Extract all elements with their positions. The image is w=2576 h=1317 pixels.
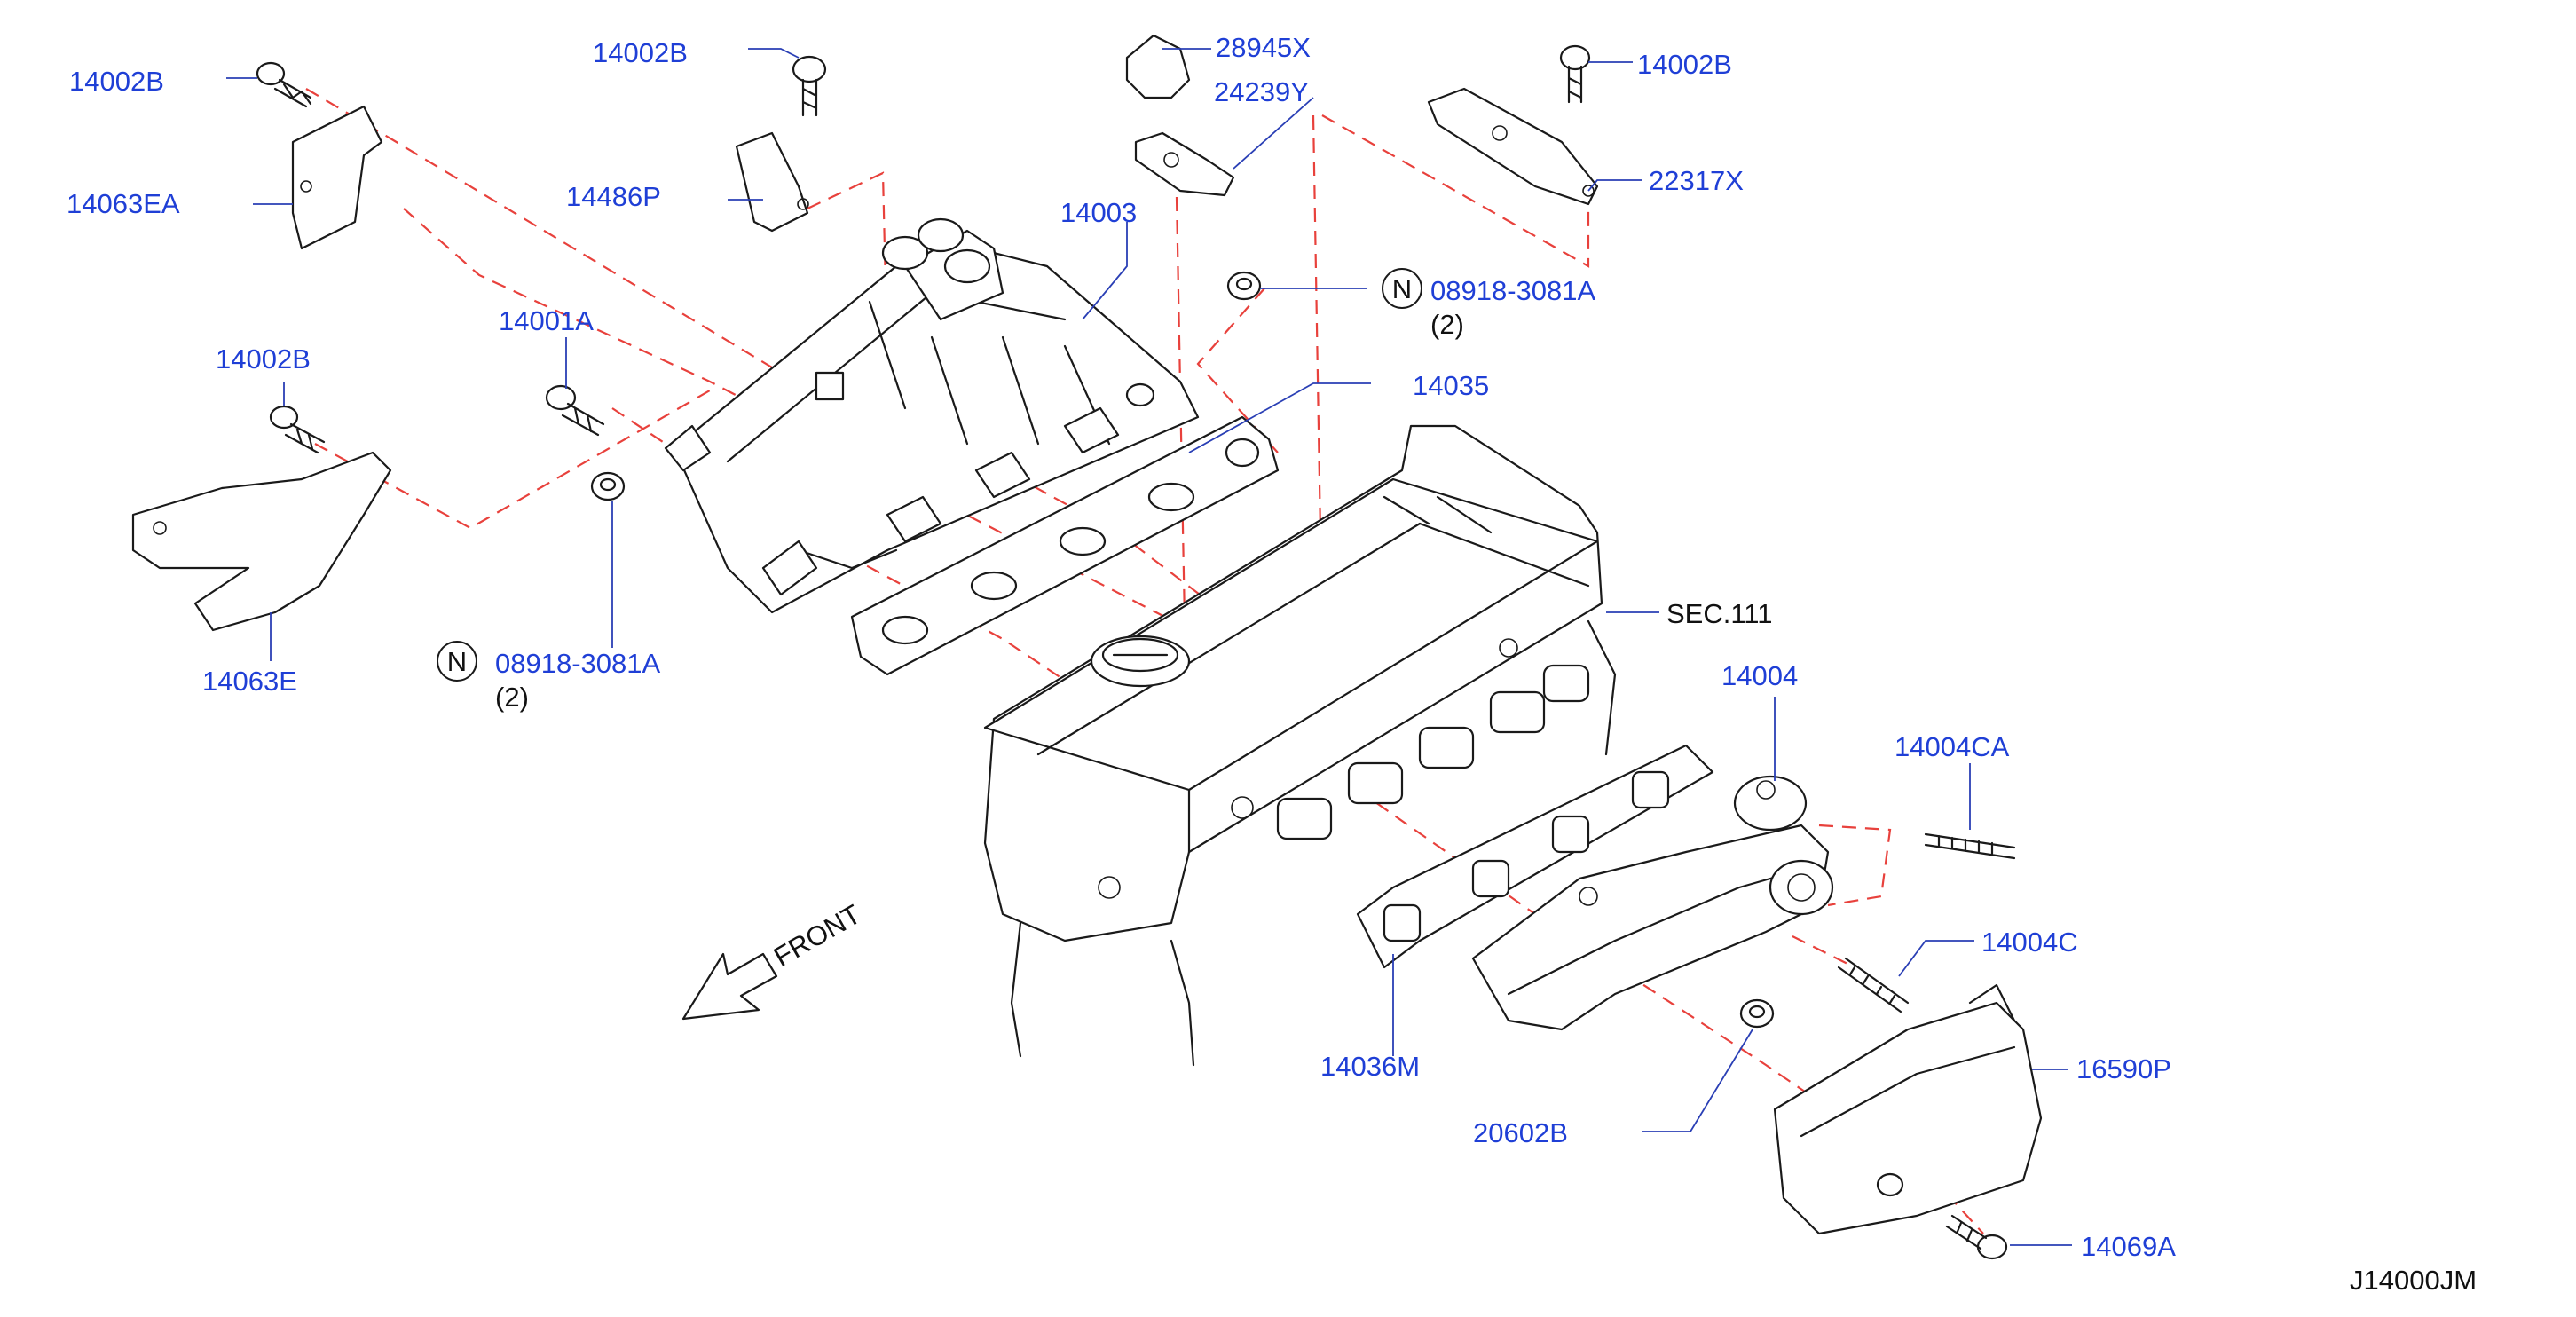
label-14002B-a: 14002B: [69, 66, 164, 97]
label-14063E: 14063E: [202, 666, 297, 697]
label-14002B-c: 14002B: [1637, 49, 1732, 80]
part-labels: 14002B 14063EA 14002B 14486P 28945X 2423…: [67, 32, 2477, 1296]
label-14004C: 14004C: [1981, 927, 2078, 958]
svg-text:N: N: [1392, 273, 1412, 304]
intake-gasket: [850, 415, 1280, 676]
front-label: FRONT: [768, 898, 866, 973]
label-08918-3081A-b: 08918-3081A: [495, 648, 660, 679]
bracket-24239Y: [1134, 131, 1235, 197]
bracket-14063EA: [291, 105, 383, 250]
label-22317X: 22317X: [1649, 165, 1744, 196]
nut-symbol-b: N: [437, 641, 477, 682]
label-16590P: 16590P: [2076, 1053, 2171, 1084]
label-08918-3081A-a: 08918-3081A: [1430, 275, 1595, 306]
label-14002B-d: 14002B: [216, 343, 311, 375]
leader-lines: [226, 48, 2072, 1246]
label-28945X: 28945X: [1216, 32, 1311, 63]
cylinder-head: [983, 424, 1617, 1067]
label-14035: 14035: [1413, 370, 1489, 401]
label-14486P: 14486P: [566, 181, 661, 212]
label-14004CA: 14004CA: [1895, 731, 2010, 762]
exhaust-manifold: [1471, 775, 1834, 1031]
stud-14004C: [1837, 957, 1910, 1013]
bolt-14069A: [1945, 1214, 2008, 1260]
brackets: [131, 34, 1599, 632]
svg-text:N: N: [447, 646, 467, 677]
label-14001A: 14001A: [499, 305, 594, 336]
nut-08918-b: [590, 471, 626, 501]
clip-28945X: [1125, 34, 1191, 99]
label-14036M: 14036M: [1320, 1051, 1420, 1082]
label-14003: 14003: [1060, 197, 1137, 228]
label-14002B-b: 14002B: [593, 37, 688, 68]
fasteners: [256, 44, 2016, 1260]
label-14069A: 14069A: [2081, 1231, 2176, 1262]
label-14063EA: 14063EA: [67, 188, 180, 219]
qty-a: (2): [1430, 309, 1464, 340]
front-arrow: FRONT: [681, 898, 866, 1021]
label-24239Y: 24239Y: [1214, 76, 1309, 107]
label-14004: 14004: [1721, 660, 1798, 691]
label-20602B: 20602B: [1473, 1117, 1568, 1148]
bolt-14002B-b: [792, 55, 827, 117]
stud-14004CA: [1924, 832, 2016, 860]
diagram-id: J14000JM: [2350, 1265, 2477, 1296]
nut-08918-a: [1226, 271, 1262, 301]
heat-shield: [1773, 983, 2043, 1235]
bolt-14002B-c: [1559, 44, 1591, 104]
bracket-14486P: [735, 131, 809, 233]
bolt-14001A: [545, 384, 605, 437]
bolt-14002B-a: [256, 61, 312, 108]
bolt-14002B-d: [269, 405, 326, 454]
nut-20602B: [1739, 998, 1775, 1029]
bracket-14063E: [131, 451, 392, 632]
intake-manifold: [664, 217, 1200, 614]
exhaust-gasket: [1356, 744, 1714, 969]
bracket-22317X: [1427, 87, 1599, 206]
qty-b: (2): [495, 682, 529, 713]
label-sec-111: SEC.111: [1666, 598, 1772, 629]
nut-symbol-a: N: [1382, 268, 1422, 309]
